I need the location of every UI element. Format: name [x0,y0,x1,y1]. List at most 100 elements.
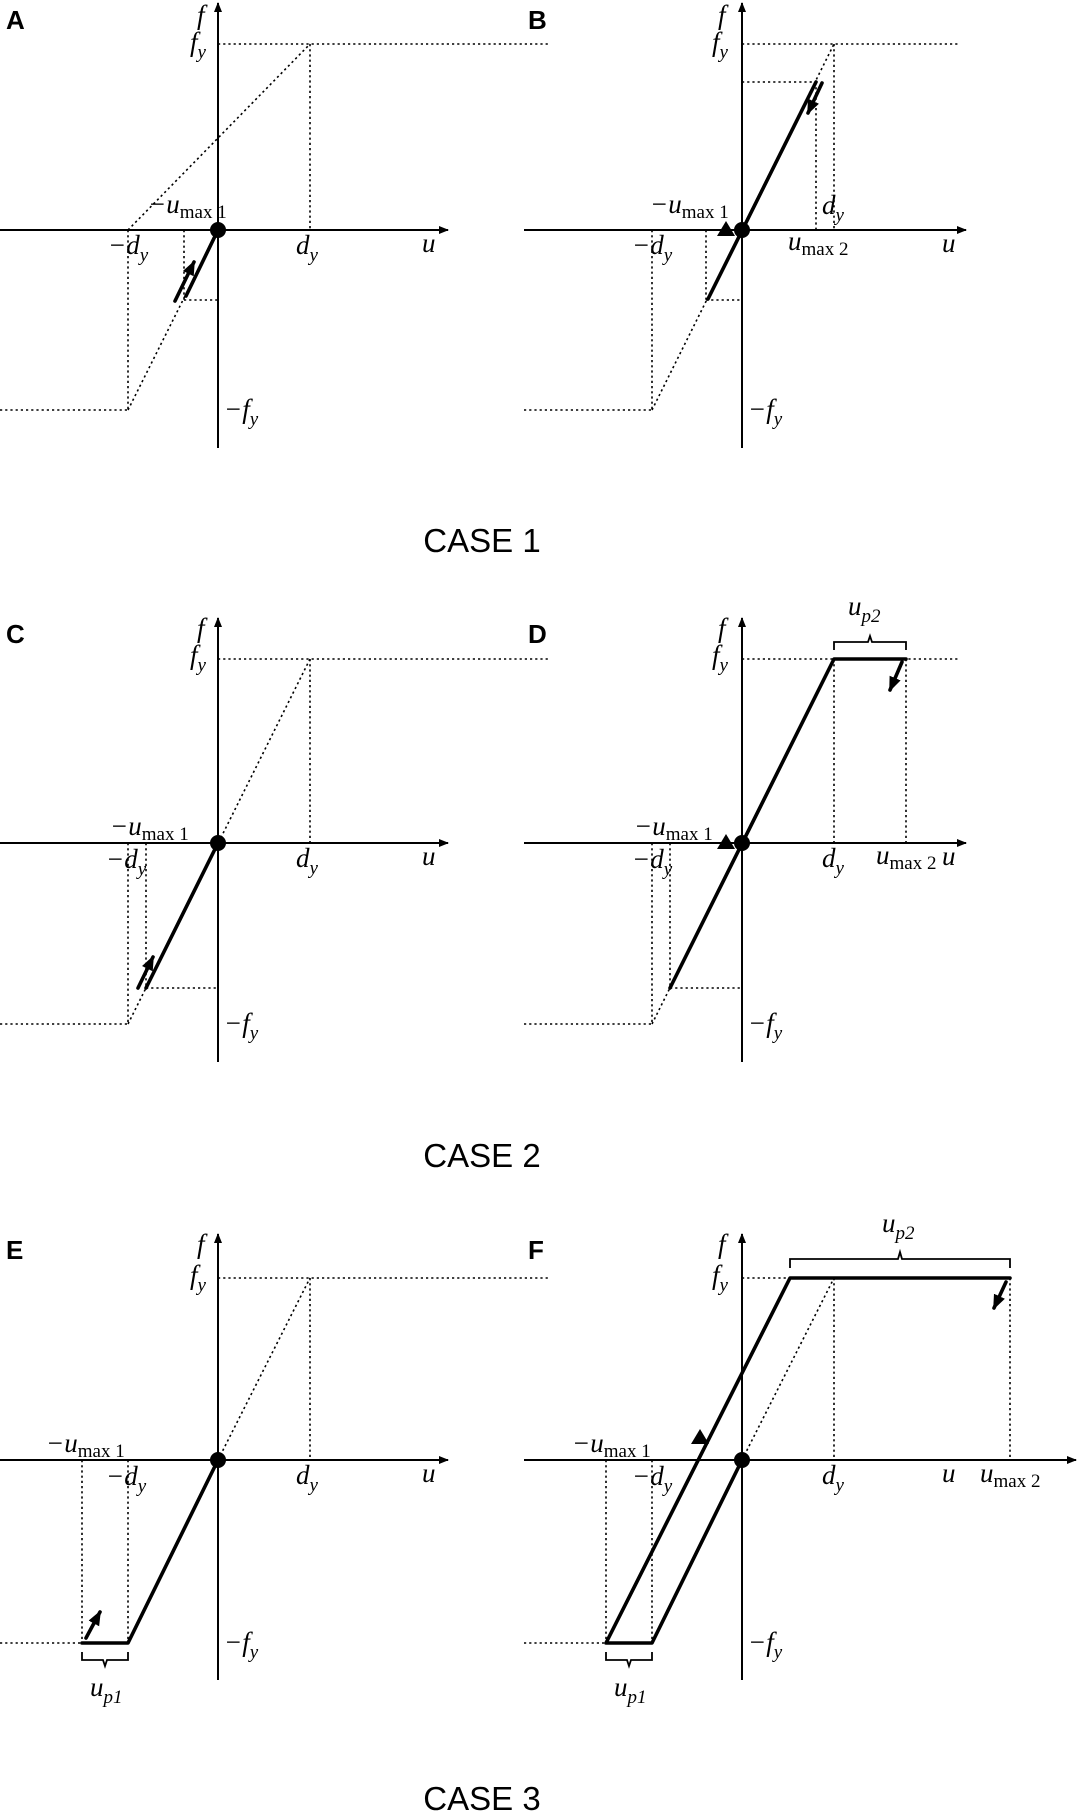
svg-text:−fy: −fy [748,1627,783,1663]
svg-text:−umax 1: −umax 1 [110,811,189,845]
svg-text:up1: up1 [90,1672,123,1708]
fy-label: fy [712,1260,729,1296]
u-axis-label: u [422,228,436,258]
svg-text:−fy: −fy [224,1008,259,1044]
f-axis-label: f [197,1229,208,1259]
panel-letter: F [528,1235,544,1265]
svg-text:−umax 1: −umax 1 [46,1428,125,1462]
dy-label: dy [296,1460,319,1496]
umax1-label: −umax 1 [634,811,713,845]
up2-brace [833,633,907,650]
svg-text:up2: up2 [882,1208,915,1244]
svg-text:−dy: −dy [632,844,673,880]
umax1-label: −umax 1 [110,811,189,845]
dy-label: dy [296,230,319,266]
svg-text:−dy: −dy [106,844,147,880]
panel-f: F f u up2 fy −fy dy −dy −umax 1 umax 2 u… [524,1208,1077,1708]
umax1-label: −umax 1 [650,189,729,223]
svg-text:dy: dy [822,190,845,226]
dotted-guides [0,43,548,411]
dy-label: dy [822,190,845,226]
svg-text:dy: dy [296,1460,319,1496]
neg-fy-label: −fy [748,1008,783,1044]
dy-label: dy [296,843,319,879]
svg-text:−dy: −dy [108,230,149,266]
loading-path [80,1458,220,1645]
u-axis-label: u [942,841,956,871]
svg-text:−fy: −fy [224,394,259,430]
u-axis-label: u [422,1458,436,1488]
umax1-label: −umax 1 [572,1428,651,1462]
case-label: CASE 2 [423,1137,540,1174]
up1-brace [81,1652,129,1669]
svg-text:−umax 1: −umax 1 [634,811,713,845]
svg-text:up1: up1 [614,1672,647,1708]
loading-path [136,841,220,990]
neg-dy-label: −dy [632,230,673,266]
panel-e: E f u fy −fy dy −dy −umax 1 up1 [0,1229,548,1708]
neg-fy-label: −fy [748,394,783,430]
up2-label: up2 [848,591,881,627]
panel-letter: D [528,619,547,649]
umax2-label: umax 2 [980,1458,1040,1492]
panel-letter: E [6,1235,23,1265]
neg-fy-label: −fy [224,1627,259,1663]
panel-c: C f u fy −fy dy −dy −umax 1 [0,613,548,1062]
svg-text:−umax 1: −umax 1 [650,189,729,223]
u-axis-label: u [942,228,956,258]
origin-dot [210,222,226,238]
up1-label: up1 [614,1672,647,1708]
svg-text:up2: up2 [848,591,881,627]
loading-path [604,1276,1012,1645]
up2-label: up2 [882,1208,915,1244]
svg-text:−umax 1: −umax 1 [148,189,227,223]
f-axis-label: f [197,0,208,30]
svg-text:fy: fy [712,1260,729,1296]
origin-dot [210,1452,226,1468]
case-label: CASE 1 [423,522,540,559]
svg-text:umax 2: umax 2 [876,840,936,874]
origin-dot [210,835,226,851]
svg-text:dy: dy [296,230,319,266]
umax2-label: umax 2 [788,226,848,260]
umax2-label: umax 2 [876,840,936,874]
svg-text:−dy: −dy [106,1461,147,1497]
svg-text:umax 2: umax 2 [788,226,848,260]
fy-label: fy [712,640,729,676]
dy-label: dy [822,1460,845,1496]
up1-brace [605,1652,653,1669]
neg-dy-label: −dy [106,844,147,880]
svg-text:fy: fy [190,640,207,676]
fy-label: fy [190,1260,207,1296]
neg-dy-label: −dy [108,230,149,266]
svg-text:dy: dy [822,843,845,879]
svg-text:fy: fy [712,27,729,63]
case-label: CASE 3 [423,1780,540,1817]
f-axis-label: f [718,0,729,30]
triangle-marker [717,834,735,849]
neg-fy-label: −fy [748,1627,783,1663]
umax1-label: −umax 1 [46,1428,125,1462]
svg-text:−fy: −fy [224,1627,259,1663]
triangle-marker [691,1429,709,1444]
up1-label: up1 [90,1672,123,1708]
origin-dot [734,222,750,238]
panel-letter: B [528,5,547,35]
loading-path [668,657,908,990]
svg-text:−umax 1: −umax 1 [572,1428,651,1462]
f-axis-label: f [197,613,208,643]
fy-label: fy [190,27,207,63]
dotted-guides [524,1277,1011,1644]
u-axis-label: u [422,841,436,871]
svg-text:umax 2: umax 2 [980,1458,1040,1492]
panel-b: B f u fy −fy dy −dy −umax 1 umax 2 [524,0,967,448]
svg-text:fy: fy [712,640,729,676]
svg-text:fy: fy [190,27,207,63]
fy-label: fy [712,27,729,63]
neg-dy-label: −dy [632,844,673,880]
up2-brace [789,1248,1011,1268]
f-axis-label: f [718,613,729,643]
umax1-label: −umax 1 [148,189,227,223]
neg-fy-label: −fy [224,1008,259,1044]
u-axis-label: u [942,1458,956,1488]
